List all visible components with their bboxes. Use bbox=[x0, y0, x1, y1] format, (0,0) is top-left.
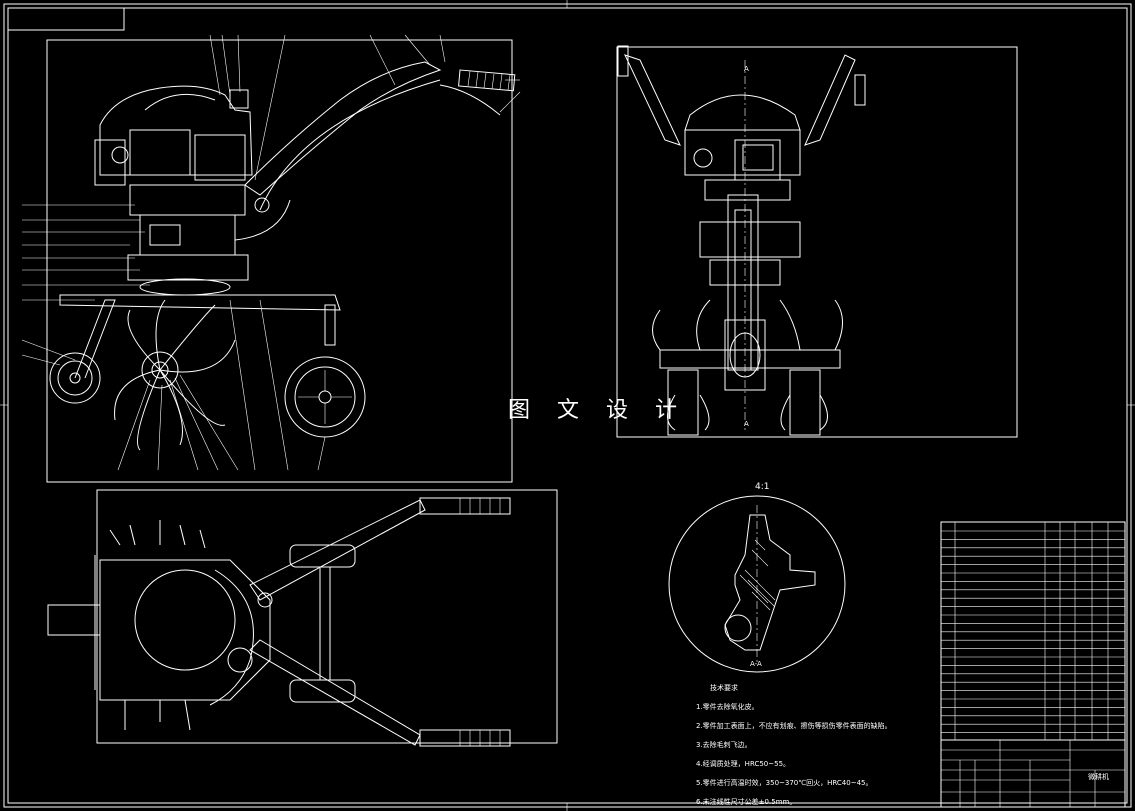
detail-view bbox=[668, 495, 846, 673]
tech-requirement-item: 5.零件进行高温时效，350~370℃回火，HRC40~45。 bbox=[696, 779, 873, 787]
code-box bbox=[7, 7, 125, 31]
section-label: A-A bbox=[750, 660, 762, 668]
tech-requirement-item: 4.经调质处理，HRC50~55。 bbox=[696, 760, 791, 768]
sheet-border bbox=[3, 3, 1132, 808]
detail-scale-label: 4:1 bbox=[755, 482, 770, 492]
drawing-frame bbox=[7, 7, 1128, 804]
tech-requirement-item: 6.未注线性尺寸公差±0.5mm。 bbox=[696, 798, 797, 806]
rear-view bbox=[616, 45, 1018, 438]
section-marker-bottom: A bbox=[744, 420, 749, 428]
title-block-grid bbox=[940, 739, 1126, 808]
tech-requirement-item: 2.零件加工表面上，不应有划痕、擦伤等损伤零件表面的缺陷。 bbox=[696, 722, 892, 730]
watermark: 图 文 设 计 bbox=[508, 398, 687, 423]
section-marker-top: A bbox=[744, 65, 749, 73]
title-block-name: 微耕机 bbox=[1088, 773, 1109, 781]
parts-list bbox=[940, 521, 1126, 741]
tech-requirement-item: 1.零件去除氧化皮。 bbox=[696, 703, 759, 711]
side-view bbox=[21, 34, 521, 483]
tech-requirements-heading: 技术要求 bbox=[710, 684, 738, 692]
top-view bbox=[47, 489, 558, 747]
tech-requirement-item: 3.去除毛刺飞边。 bbox=[696, 741, 752, 749]
tech-requirements: 技术要求 1.零件去除氧化皮。 2.零件加工表面上，不应有划痕、擦伤等损伤零件表… bbox=[696, 683, 936, 807]
